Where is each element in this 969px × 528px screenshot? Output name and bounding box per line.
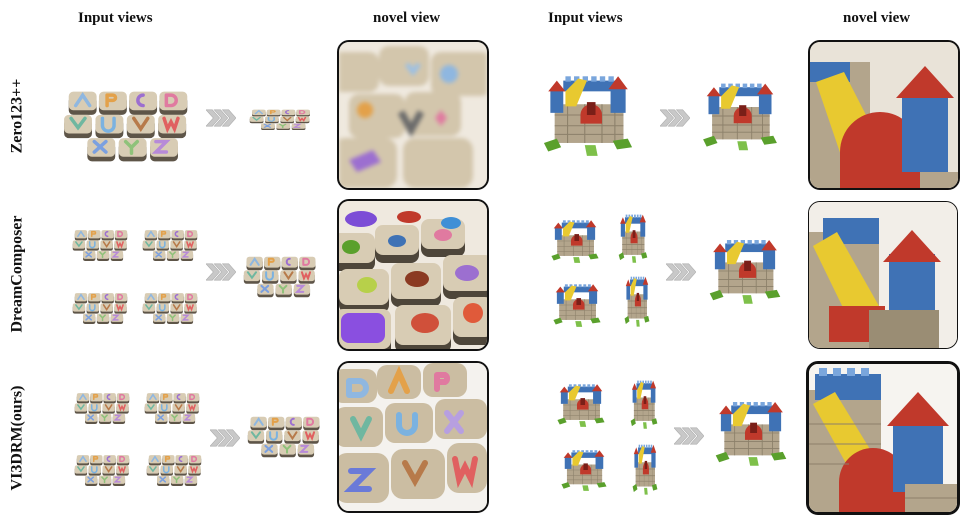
header-novel-view-right: novel view [843, 10, 911, 26]
input-view-castle [618, 212, 648, 264]
input-view-tiles [62, 80, 194, 166]
input-view-tiles [74, 450, 132, 488]
row-label-zero123: Zero123++ [8, 78, 26, 154]
novel-view-frame [337, 40, 489, 190]
chevron-arrow-icon [206, 262, 236, 282]
input-view-tiles [146, 450, 204, 488]
novel-view-frame [337, 361, 489, 513]
novel-view-frame [808, 40, 960, 190]
chevron-arrow-icon [666, 262, 696, 282]
generated-view-castle [714, 398, 788, 468]
input-view-castle [560, 448, 608, 492]
generated-view-castle [700, 80, 780, 152]
input-view-tiles [142, 225, 200, 263]
row-label-dreamcomposer: DreamComposer [8, 215, 26, 333]
header-input-views-right: Input views [548, 10, 623, 26]
input-view-castle [624, 274, 650, 328]
input-view-tiles [72, 225, 130, 263]
input-view-castle [556, 382, 606, 428]
chevron-arrow-icon [674, 426, 704, 446]
row-label-vi3drm: VI3DRM(ours) [8, 385, 25, 490]
header-input-views-left: Input views [78, 10, 153, 26]
header-novel-view-left: novel view [373, 10, 441, 26]
input-view-tiles [74, 388, 132, 426]
input-view-tiles [144, 388, 202, 426]
chevron-arrow-icon [210, 428, 240, 448]
input-view-castle [550, 218, 600, 264]
input-view-tiles [72, 288, 130, 326]
input-view-tiles [142, 288, 200, 326]
input-view-castle [632, 442, 658, 496]
generated-view-tiles [246, 410, 324, 460]
novel-view-frame [808, 201, 958, 349]
generated-view-tiles [242, 250, 320, 300]
generated-view-tiles [240, 96, 322, 138]
input-view-castle [552, 282, 602, 328]
chevron-arrow-icon [660, 108, 690, 128]
novel-view-frame [337, 199, 489, 351]
generated-view-castle [708, 236, 782, 306]
chevron-arrow-icon [206, 108, 236, 128]
input-view-castle [540, 72, 636, 158]
input-view-castle [630, 378, 658, 430]
novel-view-frame [806, 361, 960, 515]
